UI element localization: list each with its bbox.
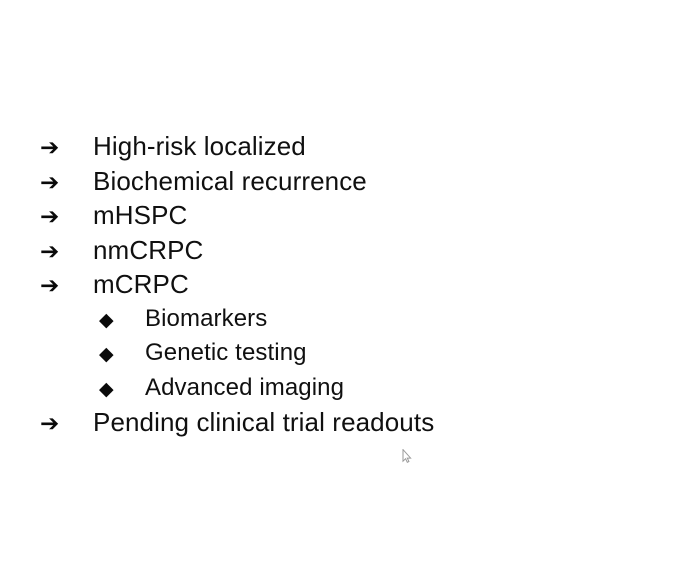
list-item: ➔ Biochemical recurrence [0,164,688,199]
list-item-label: mHSPC [93,200,188,230]
diamond-bullet-icon: ◆ [99,308,114,331]
list-item-label: High-risk localized [93,131,306,161]
list-item: ◆ Genetic testing [0,336,688,371]
list-item-label: Biochemical recurrence [93,165,367,196]
arrow-bullet-icon: ➔ [40,204,60,230]
arrow-bullet-icon: ➔ [40,169,60,196]
diamond-bullet-icon: ◆ [99,343,114,365]
arrow-bullet-icon: ➔ [40,135,60,161]
arrow-bullet-icon: ➔ [40,238,60,265]
list-item-label: Biomarkers [145,304,268,332]
list-item-label: nmCRPC [93,234,204,265]
arrow-bullet-icon: ➔ [40,273,60,299]
list-item: ◆ Biomarkers [0,302,688,337]
list-item: ➔ mHSPC [0,198,688,233]
list-item: ➔ mCRPC [0,267,688,302]
diamond-bullet-icon: ◆ [99,377,114,400]
list-item: ➔ High-risk localized [0,129,688,164]
list-item: ◆ Advanced imaging [0,371,688,406]
list-item-label: mCRPC [93,269,189,299]
list-item-label: Genetic testing [145,339,307,366]
list-item: ➔ Pending clinical trial readouts [0,405,688,440]
arrow-bullet-icon: ➔ [40,411,60,437]
list-item-label: Pending clinical trial readouts [93,407,435,437]
mouse-pointer-icon [402,448,412,463]
bullet-list: ➔ High-risk localized ➔ Biochemical recurre… [0,129,688,440]
list-item-label: Advanced imaging [145,373,345,401]
list-item: ➔ nmCRPC [0,233,688,268]
